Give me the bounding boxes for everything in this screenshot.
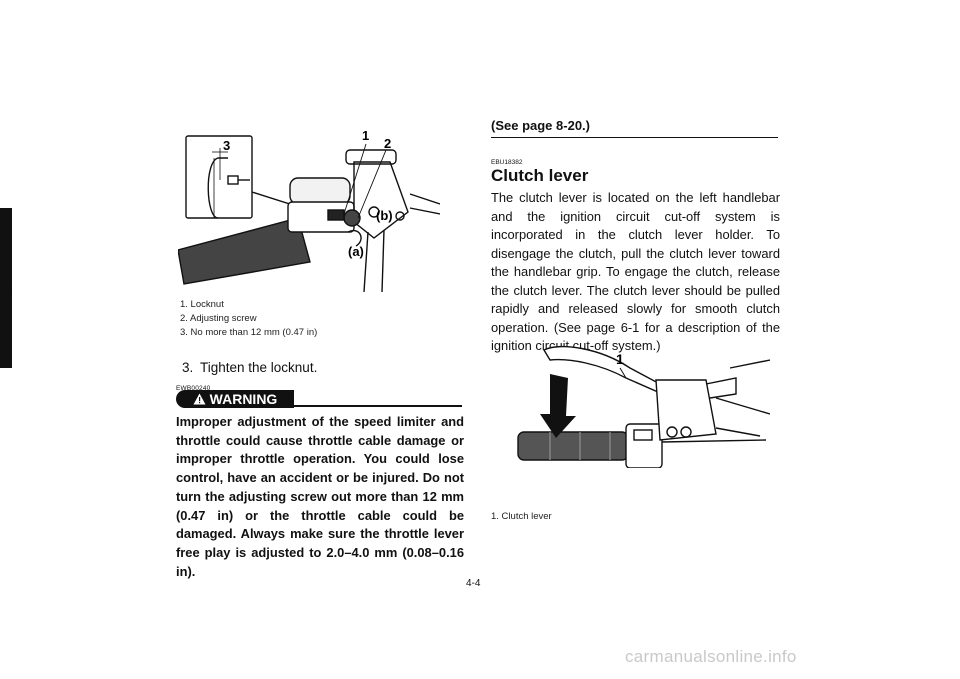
section-code: EBU18382 — [491, 159, 523, 166]
callout-a: (a) — [348, 244, 364, 259]
see-page-reference: (See page 8-20.) — [491, 118, 590, 133]
header-rule — [491, 137, 778, 138]
section-title: Clutch lever — [491, 166, 589, 185]
warning-rule — [294, 405, 462, 407]
warning-code: EWB00240 — [176, 385, 211, 392]
callout-1: 1 — [362, 128, 369, 143]
step-number: 3. — [182, 360, 194, 375]
callout-3: 3 — [223, 138, 230, 153]
callout-2: 2 — [384, 136, 391, 151]
figure-caption-right: 1. Clutch lever — [491, 510, 552, 524]
chapter-number: 4 — [5, 285, 12, 297]
warning-label: WARNING — [209, 391, 278, 407]
warning-badge: WARNING — [176, 390, 294, 408]
figure-caption-left: 1. Locknut 2. Adjusting screw 3. No more… — [180, 298, 317, 340]
step-text: Tighten the locknut. — [200, 360, 318, 375]
caption-item: 1. Locknut — [180, 299, 224, 310]
caption-item: 3. No more than 12 mm (0.47 in) — [180, 327, 318, 338]
pull-direction-arrow-icon — [540, 374, 576, 438]
throttle-adjuster-illustration: 3 1 2 (b) (a) — [178, 128, 440, 293]
section-body: The clutch lever is located on the left … — [491, 190, 780, 353]
caption-item: 2. Adjusting screw — [180, 313, 257, 324]
chapter-tab — [0, 208, 12, 368]
warning-triangle-icon — [193, 393, 206, 405]
caption-item: 1. Clutch lever — [491, 511, 552, 522]
step-item: 3. Tighten the locknut. — [182, 360, 317, 375]
callout-1: 1 — [616, 351, 624, 367]
warning-text: Improper adjustment of the speed limiter… — [176, 414, 464, 579]
clutch-lever-illustration: 1 — [517, 345, 770, 468]
callout-b: (b) — [376, 208, 393, 223]
page-number: 4-4 — [466, 578, 481, 589]
watermark: carmanualsonline.info — [625, 647, 797, 666]
